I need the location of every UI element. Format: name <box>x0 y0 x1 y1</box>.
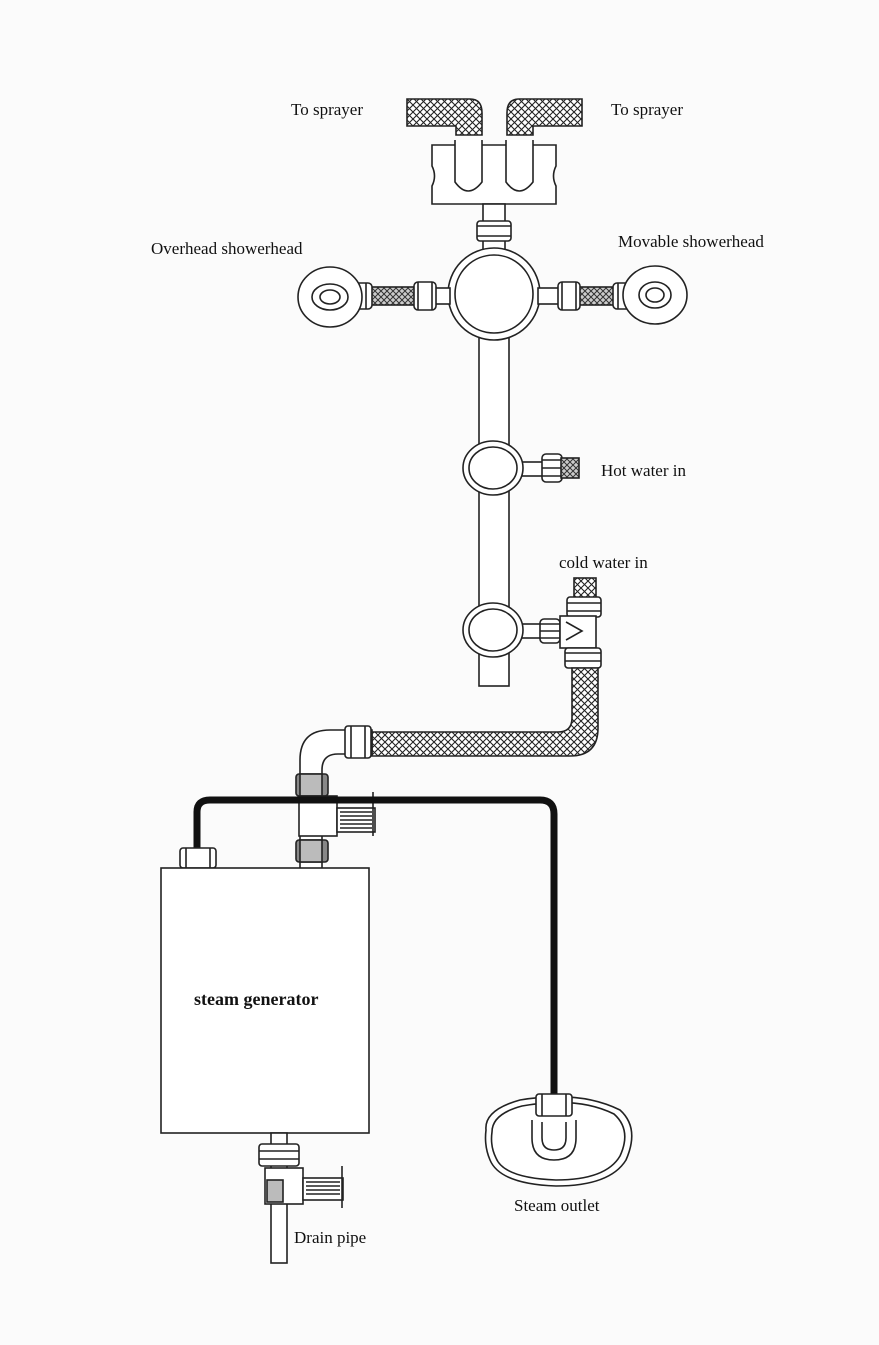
generator-top-nut <box>179 847 217 869</box>
label-to-sprayer-left: To sprayer <box>291 100 363 119</box>
label-to-sprayer-right: To sprayer <box>611 100 683 119</box>
hot-water-valve <box>462 440 580 496</box>
cold-water-tee <box>559 577 602 669</box>
label-hot-water-in: Hot water in <box>601 461 686 480</box>
upper-nut <box>476 220 512 242</box>
label-steam-outlet: Steam outlet <box>514 1196 600 1215</box>
movable-showerhead <box>622 265 688 325</box>
main-diverter-valve <box>447 247 541 341</box>
feed-nut-bottom <box>295 839 329 863</box>
drain-nut <box>258 1143 300 1167</box>
steam-outlet <box>484 1093 633 1187</box>
label-overhead-showerhead: Overhead showerhead <box>151 239 303 258</box>
feed-nut-top <box>295 773 329 797</box>
label-steam-generator: steam generator <box>194 989 319 1009</box>
sprayer-diverter-block <box>431 140 557 205</box>
label-cold-water-in: cold water in <box>559 553 648 572</box>
overhead-showerhead <box>297 266 363 328</box>
cold-water-hose <box>371 667 599 757</box>
cold-water-valve <box>462 602 561 658</box>
label-movable-showerhead: Movable showerhead <box>618 232 764 251</box>
drain-valve <box>264 1166 344 1208</box>
steam-generator-box <box>160 867 370 1134</box>
sprayer-hose-right <box>506 98 583 136</box>
steam-pipe <box>193 796 558 1100</box>
label-drain-pipe: Drain pipe <box>294 1228 367 1247</box>
sprayer-hose-left <box>406 98 483 136</box>
